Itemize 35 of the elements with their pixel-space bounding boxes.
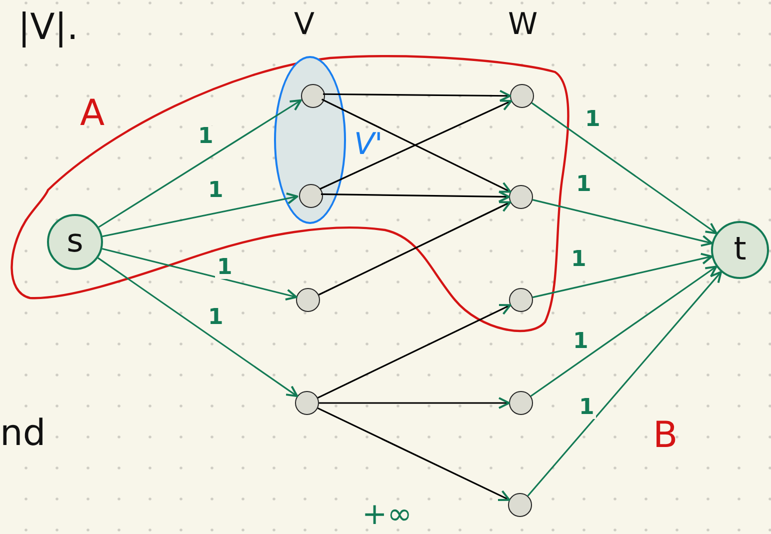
heading-text: |V|. xyxy=(18,10,78,46)
arrow xyxy=(317,304,512,399)
vertex-node xyxy=(508,493,532,517)
arrow xyxy=(102,192,298,238)
arrow xyxy=(532,199,713,247)
column-label: V xyxy=(294,10,315,40)
vertex-node xyxy=(301,84,325,108)
arrow xyxy=(319,397,510,409)
vertex-node xyxy=(510,84,534,108)
vertex-node xyxy=(296,288,320,312)
arrow xyxy=(531,102,718,234)
vertex-label: s xyxy=(66,224,84,256)
arrow xyxy=(317,407,510,501)
vertex-node xyxy=(295,391,319,415)
arrow xyxy=(318,201,512,296)
arrow xyxy=(532,252,713,298)
arrow xyxy=(530,266,718,397)
arrow xyxy=(323,90,511,102)
arrow xyxy=(98,257,298,398)
partial-text: nd xyxy=(0,416,46,452)
column-label: W xyxy=(508,10,538,40)
vertex-node xyxy=(509,288,533,312)
set-label: B xyxy=(653,418,678,454)
capacity-label: +∞ xyxy=(362,500,412,530)
arrow xyxy=(527,270,722,496)
arrow xyxy=(320,190,510,203)
subset-label: V' xyxy=(354,130,383,160)
vertex-node xyxy=(299,184,323,208)
vertex-node xyxy=(509,391,533,415)
arrow xyxy=(98,99,302,228)
terminal-node xyxy=(711,221,769,279)
vertex-node xyxy=(509,185,533,209)
set-label: A xyxy=(80,96,105,132)
vertex-label: t xyxy=(734,232,746,264)
arrow xyxy=(102,248,298,301)
